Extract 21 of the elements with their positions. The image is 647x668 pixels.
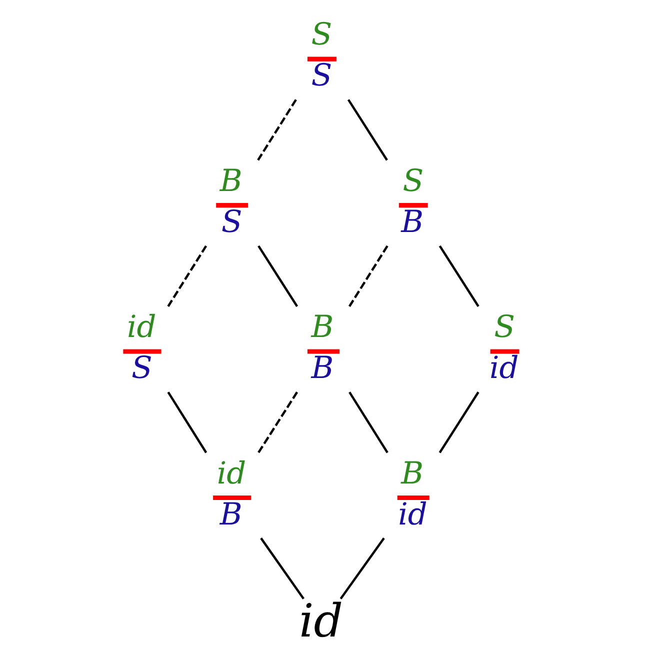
node-text: S S [311, 18, 332, 94]
connector [438, 245, 480, 307]
connector [258, 392, 298, 454]
connector [257, 99, 297, 161]
connector [167, 392, 208, 454]
node-text: S id [490, 310, 519, 386]
connector [260, 538, 304, 600]
node-text: id [299, 594, 343, 648]
node-text: S B [401, 164, 424, 240]
connector [340, 538, 385, 600]
connector [167, 245, 208, 307]
node-text: B B [311, 310, 334, 386]
node-text: B id [398, 456, 428, 532]
connector [347, 99, 388, 161]
node-text: id B [216, 456, 246, 532]
connector [258, 245, 298, 307]
node-text: B S [220, 164, 242, 240]
connector [438, 392, 480, 454]
node-text: id S [126, 310, 156, 386]
connector [348, 245, 388, 307]
connector [348, 392, 388, 454]
